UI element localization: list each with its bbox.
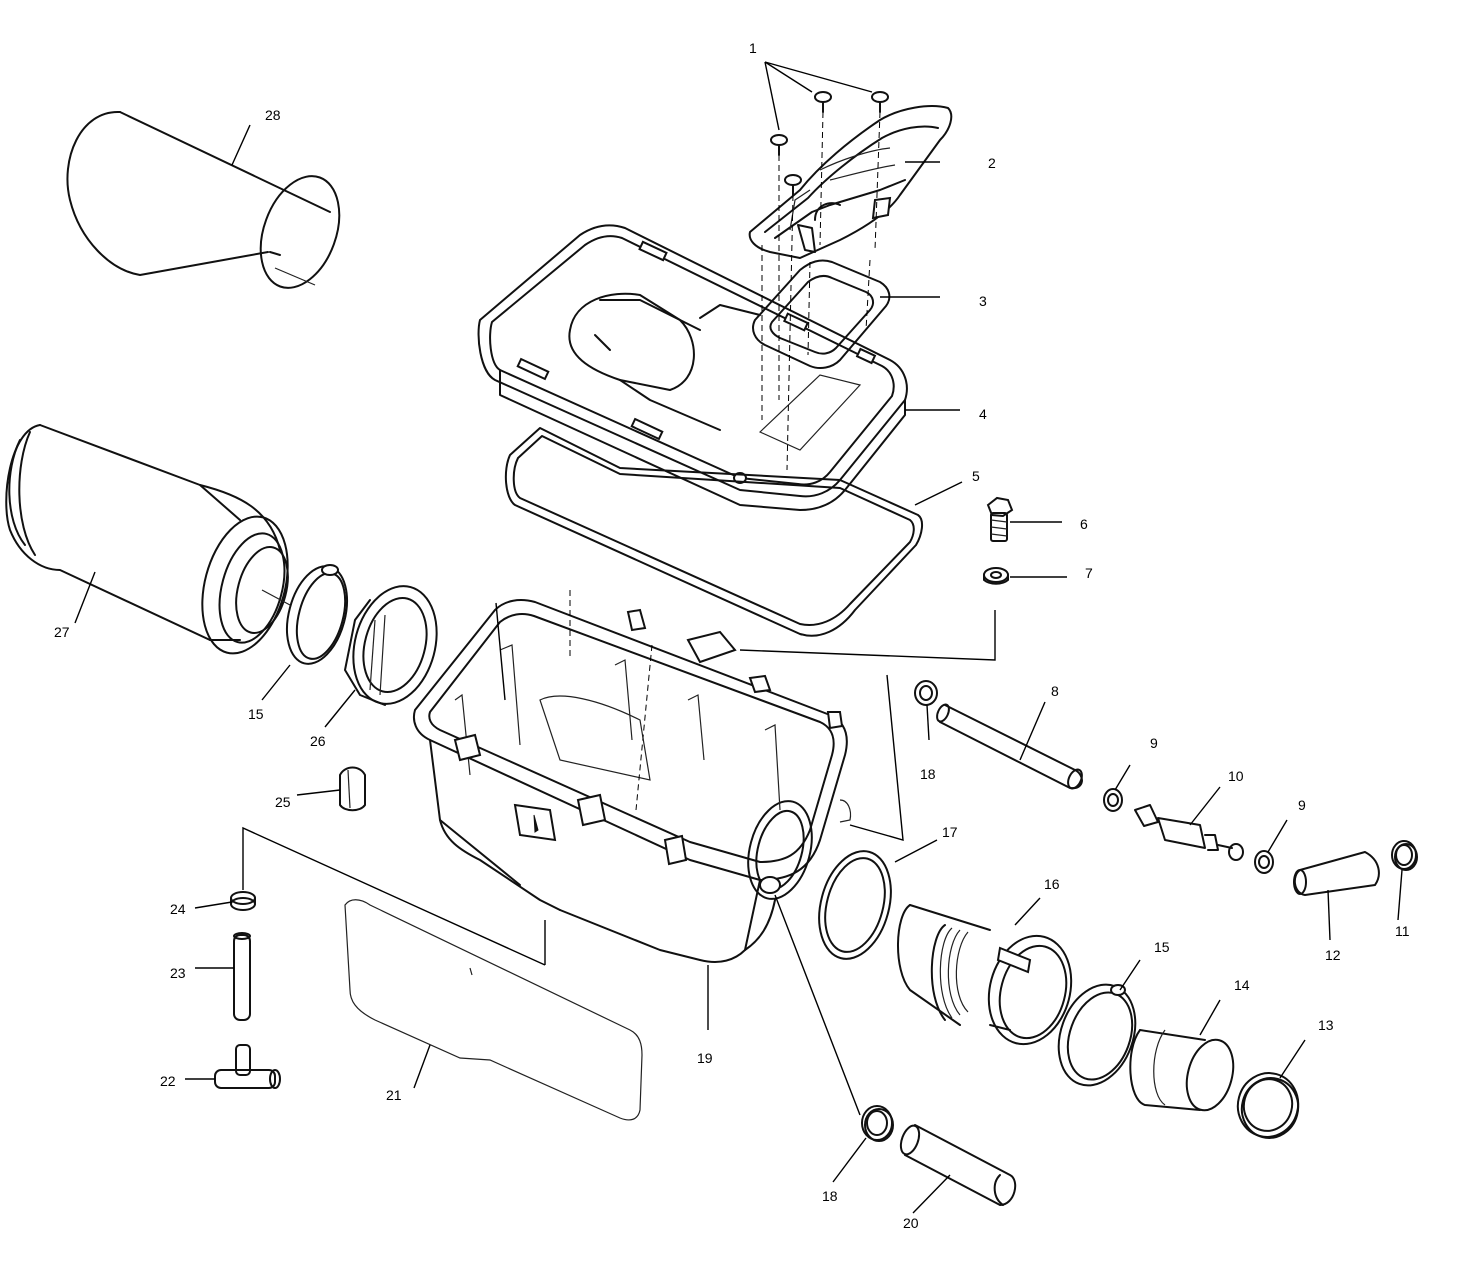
callout-18-lower: 18 — [822, 1188, 838, 1204]
part-9-ring-lower — [1254, 850, 1274, 874]
callout-18-upper: 18 — [920, 766, 936, 782]
part-1-screws — [770, 91, 889, 196]
part-7-washer — [983, 567, 1009, 585]
callout-4: 4 — [979, 406, 987, 422]
part-20-drain-hose — [899, 1124, 1017, 1206]
callout-2: 2 — [988, 155, 996, 171]
callout-28: 28 — [265, 107, 281, 123]
callout-11: 11 — [1395, 923, 1410, 939]
part-13-clamp — [1236, 1072, 1300, 1139]
part-24-clamp — [230, 891, 256, 911]
part-8-breather-hose — [936, 703, 1083, 790]
callout-13: 13 — [1318, 1017, 1334, 1033]
callout-6: 6 — [1080, 516, 1088, 532]
part-14-rubber-boot — [1129, 1029, 1235, 1112]
callout-27: 27 — [54, 624, 70, 640]
callout-24: 24 — [170, 901, 186, 917]
callout-26: 26 — [310, 733, 326, 749]
callout-21: 21 — [386, 1087, 402, 1103]
part-26-threaded-ring — [344, 585, 438, 706]
part-5-lid-seal — [504, 427, 924, 637]
part-11-clamp — [1391, 840, 1418, 871]
part-18-clamp-upper — [914, 680, 938, 706]
callout-5: 5 — [972, 468, 980, 484]
part-15-clamp-lower — [1057, 983, 1137, 1087]
callout-22: 22 — [160, 1073, 176, 1089]
part-27-air-filter — [5, 424, 291, 655]
callout-25: 25 — [275, 794, 291, 810]
part-6-bolt — [986, 496, 1014, 542]
callout-8: 8 — [1051, 683, 1059, 699]
leader-lines — [74, 61, 1403, 1214]
part-18-clamp-lower — [861, 1105, 894, 1142]
part-15-clamp-upper — [286, 564, 348, 665]
callout-1: 1 — [749, 40, 757, 56]
callout-9-lower: 9 — [1298, 797, 1306, 813]
callout-16: 16 — [1044, 876, 1060, 892]
part-9-ring-upper — [1103, 788, 1123, 812]
callout-12: 12 — [1325, 947, 1341, 963]
callout-17: 17 — [942, 824, 958, 840]
part-22-tee-fitting — [214, 1044, 281, 1089]
part-28-prefilter-sleeve — [66, 110, 341, 289]
part-10-check-valve — [1134, 804, 1244, 861]
callout-20: 20 — [903, 1215, 919, 1231]
part-25-clip — [339, 766, 366, 812]
assembly-lines — [569, 111, 881, 811]
callout-19: 19 — [697, 1050, 713, 1066]
callout-labels: 1 2 3 4 5 6 7 8 9 9 10 11 12 13 14 15 15… — [54, 40, 1410, 1231]
part-16-outlet-adapter — [897, 904, 1073, 1046]
callout-7: 7 — [1085, 565, 1093, 581]
callout-23: 23 — [170, 965, 186, 981]
callout-3: 3 — [979, 293, 987, 309]
part-17-gasket — [818, 850, 892, 960]
part-12-hose — [1293, 851, 1380, 896]
part-19-airbox-base — [412, 599, 852, 963]
part-23-hose — [233, 932, 251, 1021]
part-4-airbox-lid — [477, 224, 908, 511]
callout-15-lower: 15 — [1154, 939, 1170, 955]
part-21-heat-shield — [344, 899, 643, 1121]
callout-15-upper: 15 — [248, 706, 264, 722]
callout-14: 14 — [1234, 977, 1250, 993]
callout-10: 10 — [1228, 768, 1244, 784]
part-2-intake-duct — [748, 105, 953, 259]
callout-9-upper: 9 — [1150, 735, 1158, 751]
